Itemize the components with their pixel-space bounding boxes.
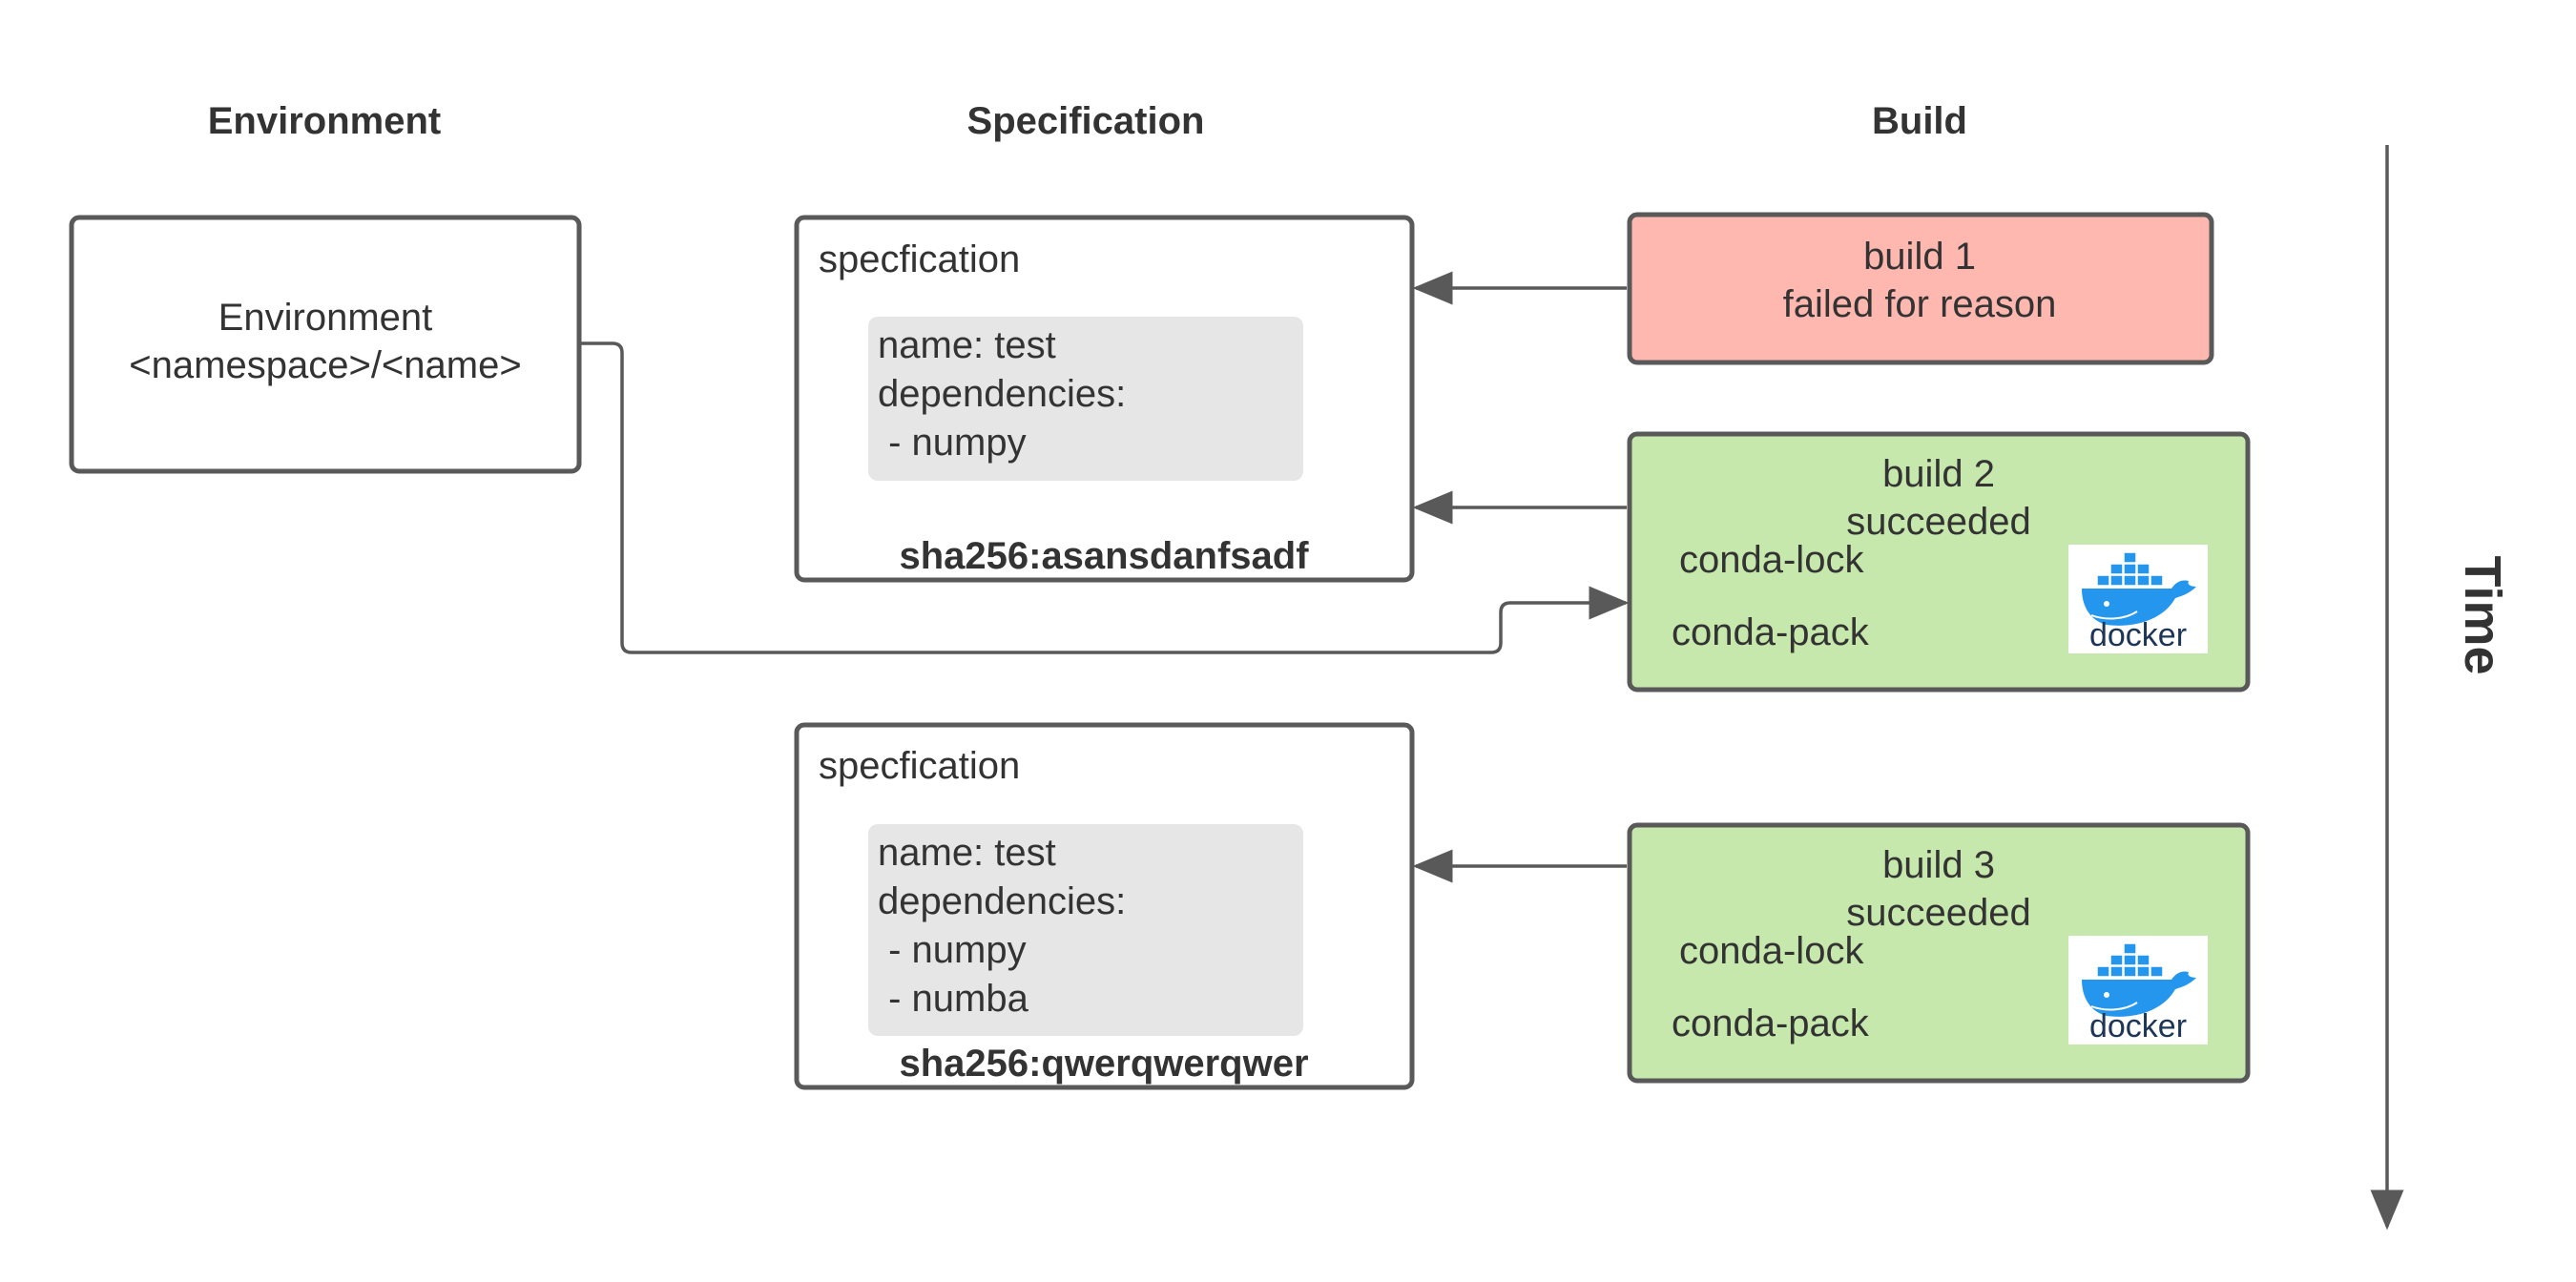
specification-title: specfication <box>819 238 1020 280</box>
build-box-3: build 3 succeeded conda-lock conda-pack <box>1627 822 2251 1084</box>
build-title: build 3 <box>1882 844 1995 886</box>
yaml-line: dependencies: <box>878 880 1126 922</box>
docker-logo-icon <box>2067 544 2209 654</box>
yaml-line: name: test <box>878 832 1056 874</box>
header-specification: Specification <box>967 100 1205 142</box>
conda-lock-label: conda-lock <box>1679 539 1864 581</box>
specification-box-1: specfication name: test dependencies: - … <box>794 215 1415 583</box>
yaml-line: name: test <box>878 324 1056 366</box>
specification-title: specfication <box>819 745 1020 787</box>
time-label: Time <box>2454 555 2511 674</box>
environment-path: <namespace>/<name> <box>129 344 521 386</box>
build-title: build 2 <box>1882 453 1995 495</box>
build-status: succeeded <box>1846 892 2030 934</box>
yaml-line: - numpy <box>878 422 1027 464</box>
yaml-block <box>868 317 1303 481</box>
build-box-1: build 1 failed for reason <box>1627 212 2214 365</box>
yaml-block <box>868 824 1303 1036</box>
connector-environment-build2 <box>579 341 1630 654</box>
yaml-line: - numpy <box>878 929 1027 971</box>
specification-hash: sha256:asansdanfsadf <box>899 535 1309 577</box>
environment-title: Environment <box>218 297 433 339</box>
build-status: failed for reason <box>1783 283 2057 325</box>
yaml-line: dependencies: <box>878 373 1126 415</box>
docker-logo-icon <box>2067 935 2209 1045</box>
build-box-2: build 2 succeeded conda-lock conda-pack <box>1627 431 2251 693</box>
specification-hash: sha256:qwerqwerqwer <box>899 1043 1308 1085</box>
conda-pack-label: conda-pack <box>1672 1003 1870 1044</box>
conda-lock-label: conda-lock <box>1679 930 1864 972</box>
yaml-line: - numba <box>878 978 1029 1020</box>
environment-box: Environment <namespace>/<name> <box>69 215 582 474</box>
specification-box-2: specfication name: test dependencies: - … <box>794 722 1415 1090</box>
header-environment: Environment <box>208 100 441 142</box>
conda-pack-label: conda-pack <box>1672 611 1870 653</box>
header-build: Build <box>1872 100 1967 142</box>
build-title: build 1 <box>1863 236 1976 278</box>
build-status: succeeded <box>1846 501 2030 543</box>
